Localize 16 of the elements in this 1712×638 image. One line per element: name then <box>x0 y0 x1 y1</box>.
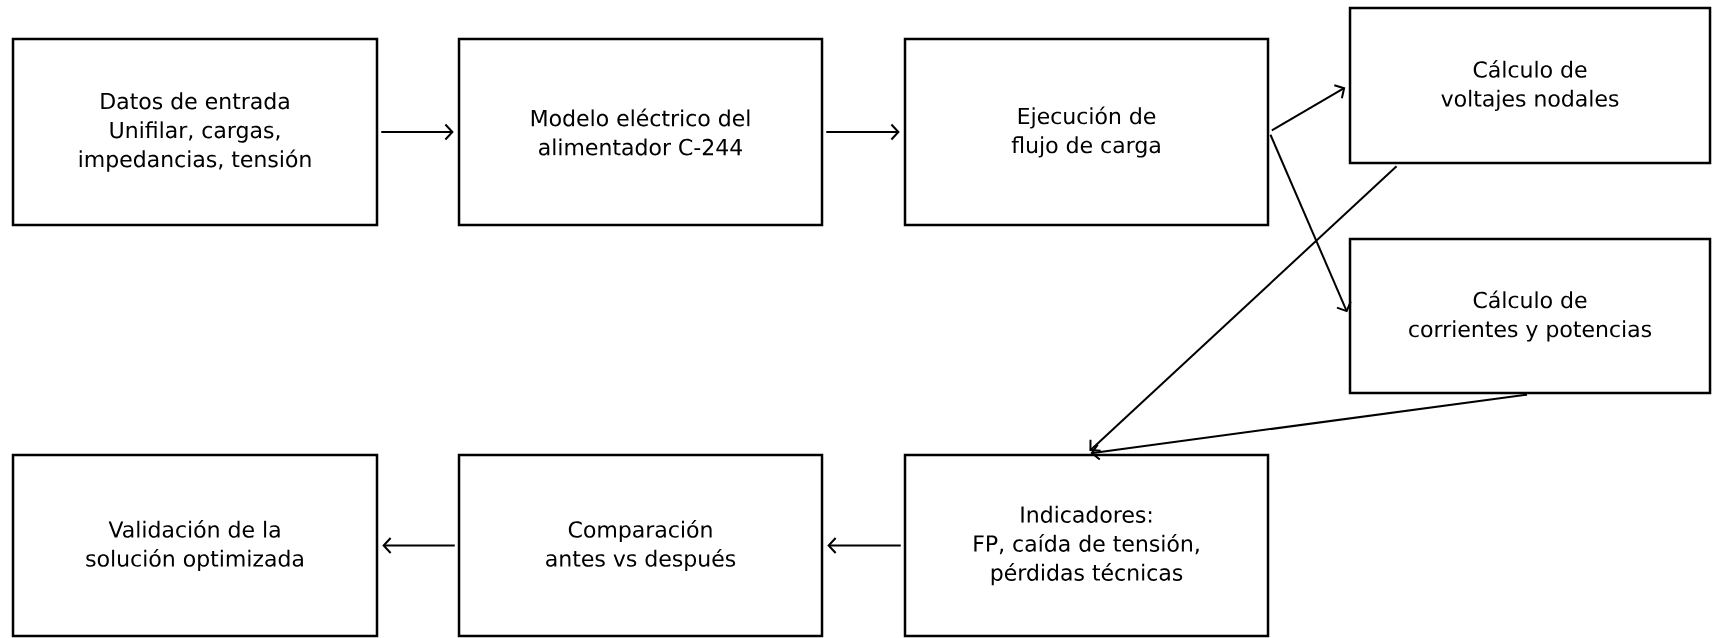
process-box: Comparación antes vs después <box>457 453 824 638</box>
arrow <box>825 123 900 141</box>
arrow <box>1270 84 1346 132</box>
arrow <box>1089 165 1398 452</box>
process-box: Modelo eléctrico del alimentador C-244 <box>457 37 824 227</box>
process-box: Indicadores: FP, caída de tensión, pérdidas técnicas <box>903 453 1270 638</box>
process-box: Cálculo de corrientes y potencias <box>1348 237 1712 395</box>
arrow <box>1090 393 1529 461</box>
arrow <box>380 123 454 141</box>
arrow <box>827 537 902 554</box>
process-box: Ejecución de flujo de carga <box>903 37 1270 227</box>
process-box: Validación de la solución optimizada <box>11 453 379 638</box>
process-box: Cálculo de voltajes nodales <box>1348 6 1712 165</box>
process-box: Datos de entrada Unifilar, cargas, impedancias, tensión <box>11 37 379 227</box>
arrow <box>382 537 456 554</box>
arrow <box>1269 133 1352 313</box>
